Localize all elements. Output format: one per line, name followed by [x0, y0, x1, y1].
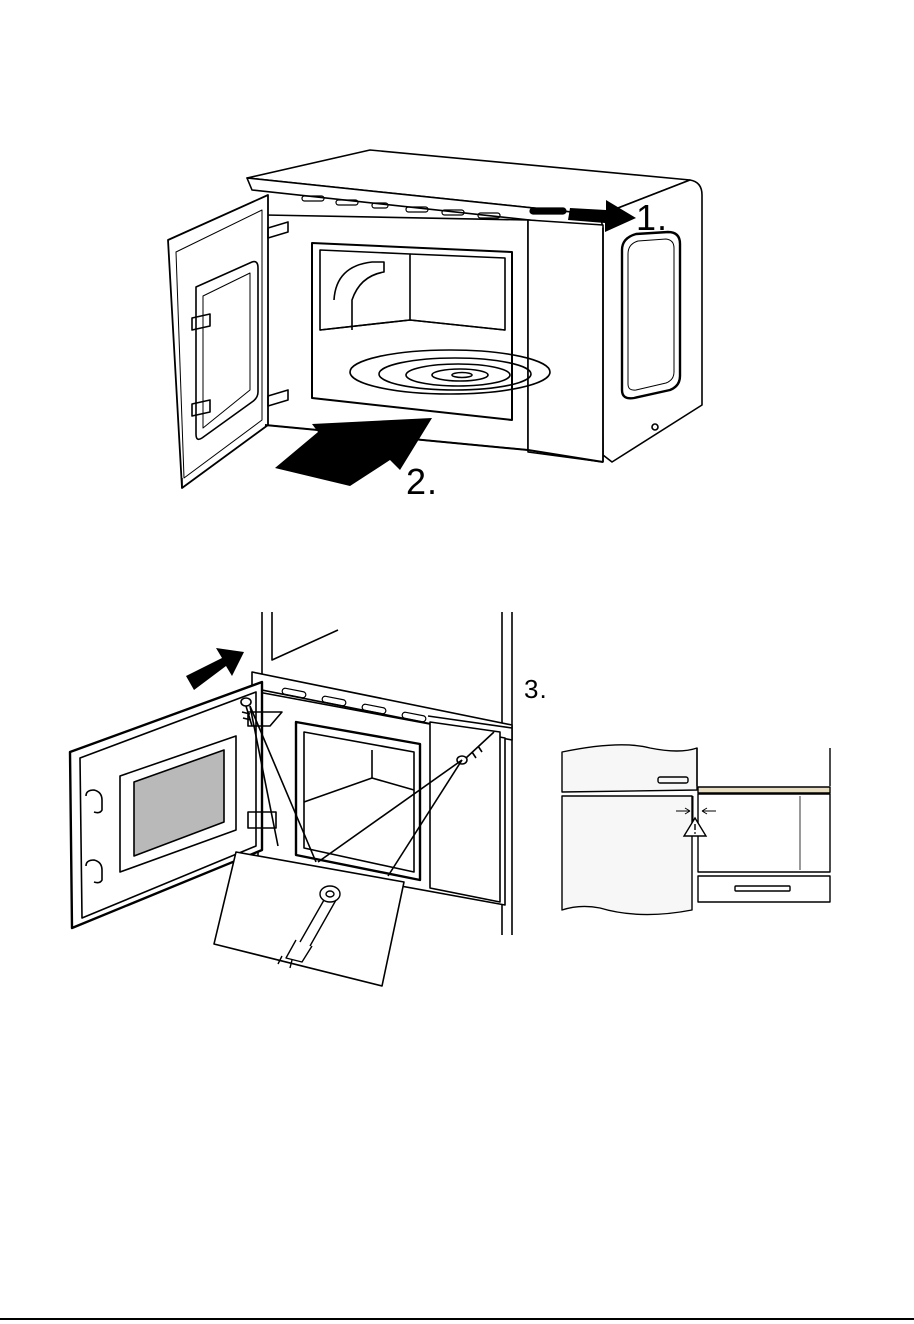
- screw-icon: [241, 698, 252, 726]
- appliance-lower-panel: [698, 876, 830, 902]
- door-hook-top: [86, 790, 102, 813]
- detail-inset: [214, 852, 404, 986]
- door-window-frame: [120, 736, 236, 872]
- door-hook-bottom: [86, 860, 102, 883]
- step-label-1: 1.: [636, 200, 668, 236]
- screwdriver-icon: [278, 886, 340, 968]
- microwave-install-illustration: [0, 0, 914, 520]
- screw-icon: [457, 732, 494, 764]
- step-label-3: 3.: [524, 676, 548, 702]
- adjacent-cabinet-lower: [562, 796, 692, 915]
- vent-slots: [282, 688, 427, 722]
- appliance-front: [698, 794, 830, 872]
- warning-triangle-icon: [684, 818, 706, 836]
- oven-door: [70, 682, 262, 928]
- page-bottom-rule: [0, 1318, 914, 1320]
- control-panel: [430, 722, 500, 902]
- step-label-2: 2.: [406, 464, 438, 500]
- adjacent-cabinet-upper: [562, 745, 697, 792]
- arrow-icon: [186, 648, 244, 690]
- microwave-front-frame: [252, 672, 512, 740]
- oven-cavity: [296, 722, 420, 880]
- door-window-glass: [134, 750, 224, 856]
- appliance-top-trim: [698, 787, 830, 793]
- control-panel: [528, 220, 603, 462]
- cabinet-handle: [658, 777, 688, 783]
